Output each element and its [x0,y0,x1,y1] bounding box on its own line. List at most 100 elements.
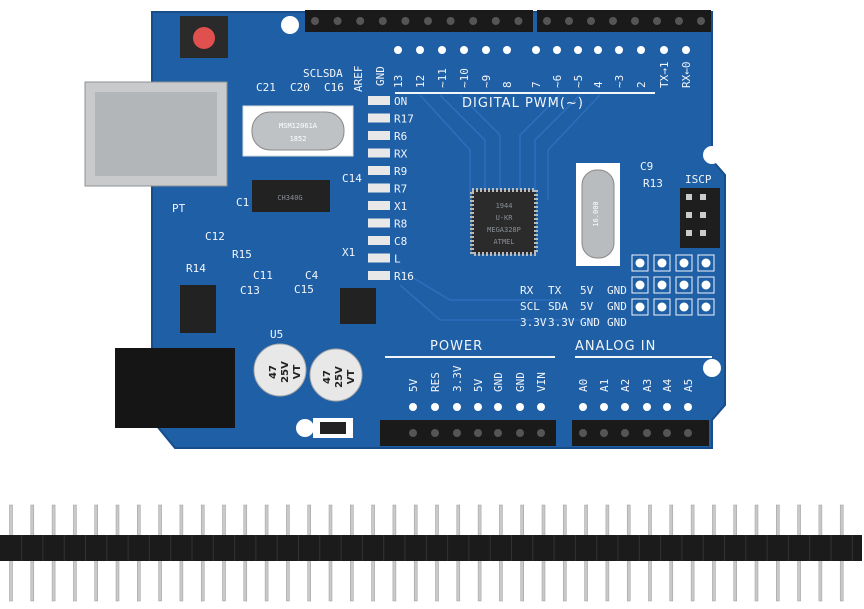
header-socket [409,429,417,437]
pin-pad [474,403,482,411]
power-pin-label: 5V [407,378,420,392]
crystal-marking: 16.000 [592,201,600,226]
component-label: R13 [643,177,663,190]
header-socket [663,429,671,437]
pin-pad [657,280,667,290]
icsp-pin [686,212,692,218]
smd-component [368,96,390,105]
header-socket [446,17,455,25]
pin-pad [394,46,402,54]
pin-pad [416,46,424,54]
component-label: C1 [236,196,249,209]
digital-pin-label: TX→1 [658,62,671,89]
capacitor-label: VT [346,370,357,385]
smd-component [368,253,390,263]
usb-b-shell [95,92,217,176]
analog-pin-label: A3 [641,379,654,392]
smd-component [368,218,390,228]
digital-header-right [537,10,711,32]
header-socket [653,17,661,25]
pin-pad [637,46,645,54]
pin-pad [701,302,711,312]
header-socket [494,429,502,437]
digital-pin-label: 12 [414,75,427,88]
label-aref: AREF [352,66,365,93]
pin-pad [453,403,461,411]
smd-component [368,148,390,158]
component-label: RX [394,148,408,161]
mcu-marking: 1944 [496,202,513,210]
icsp-label: 3.3V [520,316,547,329]
reset-button-cap[interactable] [193,27,215,49]
pin-pad-frame [631,254,649,272]
voltage-regulator [180,285,216,333]
component-label: C15 [294,283,314,296]
power-pin-label: VIN [535,372,548,392]
crystal-top [251,111,345,151]
icsp-pin [686,230,692,236]
power-header [380,420,556,446]
pin-pad [537,403,545,411]
capacitor-label: 47 [322,370,333,384]
component-label: R7 [394,183,407,196]
header-socket [621,429,629,437]
analog-in-title: ANALOG IN [575,339,656,354]
smd-component [368,183,390,193]
pin-pad-frame [697,276,715,294]
power-pin-label: 3.3V [451,365,464,392]
component-label: C8 [394,235,407,248]
component-label: R9 [394,165,407,178]
electrolytic-capacitor [253,343,307,397]
label-c21: C21 [256,81,276,94]
component-label: C14 [342,172,362,185]
pin-pad [600,403,608,411]
analog-pin-label: A5 [682,379,695,392]
component-label: U5 [270,328,283,341]
component-label: X1 [342,246,355,259]
pin-pad [635,258,645,268]
digital-pin-label: 8 [501,81,514,88]
header-socket [609,17,617,25]
icsp-label: SDA [548,300,568,313]
mcu-marking: ATMEL [493,238,514,246]
header-socket [469,17,478,25]
power-pin-label: RES [429,372,442,392]
pin-pad [594,46,602,54]
pin-pad-frame [631,276,649,294]
header-socket [579,429,587,437]
pin-pad [615,46,623,54]
pin-pad [635,280,645,290]
header-socket [697,17,705,25]
digital-pin-label: ~6 [551,75,564,88]
power-pin-label: GND [514,372,527,392]
icsp-pin [700,194,706,200]
digital-pin-label: ~9 [480,75,493,88]
header-socket [378,17,387,25]
pin-pad-frame [653,254,671,272]
capacitor-label: 25V [334,366,345,388]
digital-pin-label: 4 [592,81,605,88]
mcu-marking: MEGA328P [487,226,521,234]
label-c20: C20 [290,81,310,94]
component-label: C9 [640,160,653,173]
digital-pin-label: RX←0 [680,62,693,89]
analog-pin-label: A4 [661,378,674,392]
icsp-pin [700,230,706,236]
header-socket [333,17,342,25]
mounting-hole [703,359,721,377]
header-socket [431,429,439,437]
icsp-label: GND [580,316,600,329]
pin-pad [553,46,561,54]
analog-pin-label: A1 [598,379,611,392]
component-label: R16 [394,270,414,283]
crystal-marking: MSM12061A [279,122,318,130]
header-socket [675,17,683,25]
digital-header-left [305,10,533,32]
pin-pad [643,403,651,411]
header-socket [643,429,651,437]
digital-pin-label: 7 [530,81,543,88]
pin-pad [494,403,502,411]
pin-pad [532,46,540,54]
component-label: ISCP [685,173,712,186]
